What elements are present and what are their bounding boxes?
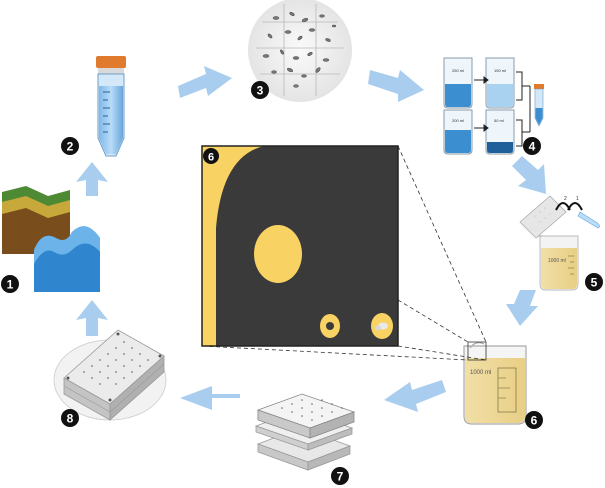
big-beaker-label: 1000 ml (470, 370, 491, 376)
arrows (76, 66, 546, 412)
step-2-badge: 2 (61, 137, 79, 155)
large-beaker: 1000 ml (463, 341, 527, 425)
weighing-step: 2 1 1000 ml (519, 195, 600, 291)
weighing-paper (519, 195, 567, 239)
arrow-1-to-2 (76, 162, 108, 196)
dilution-beakers: 250 ml 150 ml 200 ml 50 ml (443, 57, 544, 155)
svg-text:1: 1 (7, 278, 14, 292)
stacked-sieves (254, 393, 356, 471)
zoom-inset (201, 145, 399, 347)
step-badges: 1 2 3 4 5 6 7 8 6 (1, 81, 603, 485)
spatula (577, 211, 600, 229)
beaker-label-top-right: 150 ml (494, 68, 506, 73)
svg-text:6: 6 (208, 152, 214, 164)
step-5-badge: 5 (585, 273, 603, 291)
step-1-badge: 1 (1, 275, 19, 293)
spoon-label-2: 2 (564, 196, 567, 202)
arrow-5-to-6 (506, 290, 538, 326)
spoon-curve-1 (567, 202, 583, 211)
zoom-lines (201, 145, 487, 361)
step-3-badge: 3 (251, 81, 269, 99)
arrow-6-to-7 (384, 380, 446, 412)
centrifuge-tube (96, 56, 126, 157)
step-7-badge: 7 (331, 467, 349, 485)
particles (262, 12, 337, 88)
zoom-source-box (467, 341, 487, 361)
arrow-4-to-5 (512, 156, 546, 194)
large-particle (254, 225, 302, 283)
inset-step-badge: 6 (203, 148, 219, 164)
collection-tray (53, 329, 167, 421)
beaker-label-bottom-right: 50 ml (494, 118, 504, 123)
svg-text:7: 7 (337, 470, 344, 484)
arrow-8-to-1 (76, 300, 108, 336)
beaker-label-top-left: 250 ml (452, 68, 464, 73)
small-beaker-label: 1000 ml (548, 258, 566, 264)
beaker-label-bottom-left: 200 ml (452, 118, 464, 123)
spoon-label-1: 1 (576, 196, 579, 202)
arrow-7-to-8 (180, 386, 240, 410)
arrow-3-to-4 (368, 70, 424, 102)
svg-text:2: 2 (67, 140, 74, 154)
particle-dish (248, 0, 352, 102)
arrow-2-to-3 (178, 66, 232, 98)
svg-text:4: 4 (529, 140, 536, 154)
svg-text:3: 3 (257, 84, 264, 98)
step-8-badge: 8 (61, 409, 79, 427)
step-6-badge: 6 (525, 411, 543, 429)
svg-text:6: 6 (531, 414, 538, 428)
step-4-badge: 4 (523, 137, 541, 155)
svg-text:5: 5 (591, 276, 598, 290)
soil-water-illustration (2, 186, 100, 292)
svg-text:8: 8 (67, 412, 74, 426)
